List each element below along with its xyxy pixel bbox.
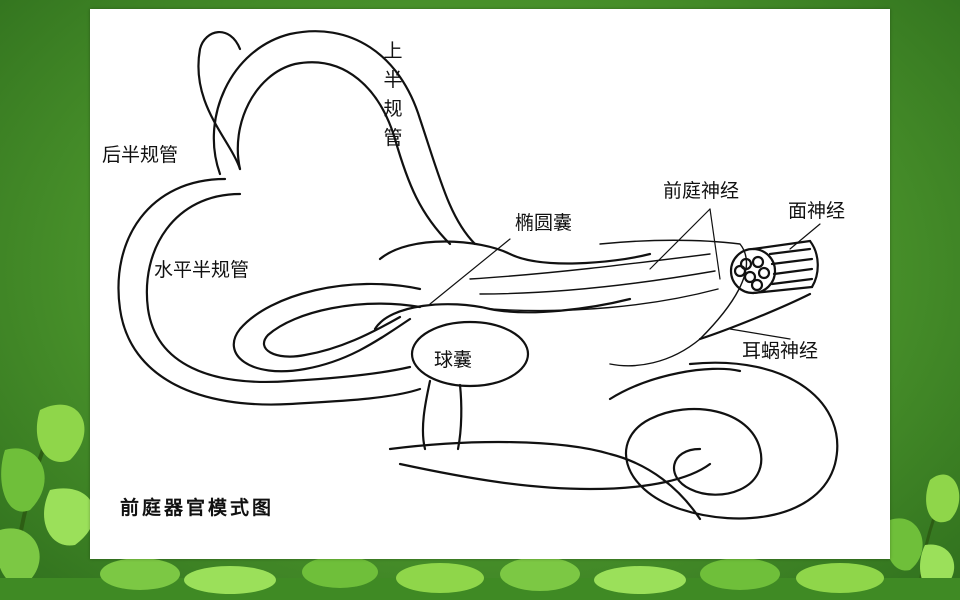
label-utricle: 椭圆囊 (515, 212, 573, 234)
label-facial-nerve: 面神经 (788, 200, 846, 222)
saccule-shape (410, 320, 530, 388)
label-vestibular-nerve: 前庭神经 (663, 180, 740, 202)
vestibular-organ-drawing (117, 30, 839, 521)
label-saccule: 球囊 (434, 349, 473, 371)
label-horizontal-canal: 水平半规管 (154, 259, 250, 281)
diagram-card: 上半规管 后半规管 水平半规管 椭圆囊 球囊 前庭神经 面神经 耳蜗神经 前庭器… (90, 9, 890, 559)
superior-canal-shape (212, 30, 477, 246)
facial-nerve-shape (729, 239, 819, 295)
vestibular-nerve-shape (469, 239, 748, 367)
label-cochlear-nerve: 耳蜗神经 (742, 340, 819, 362)
label-superior-canal: 上半规管 (383, 40, 403, 149)
ampulla-shape (197, 31, 242, 171)
cochlea-shape (624, 361, 839, 520)
label-posterior-canal: 后半规管 (102, 144, 179, 166)
posterior-canal-shape (117, 177, 422, 406)
utricle-shape (378, 240, 652, 265)
diagram-caption: 前庭器官模式图 (120, 497, 275, 519)
cochlear-nerve-shape (698, 292, 812, 341)
horizontal-canal-shape (232, 282, 422, 373)
